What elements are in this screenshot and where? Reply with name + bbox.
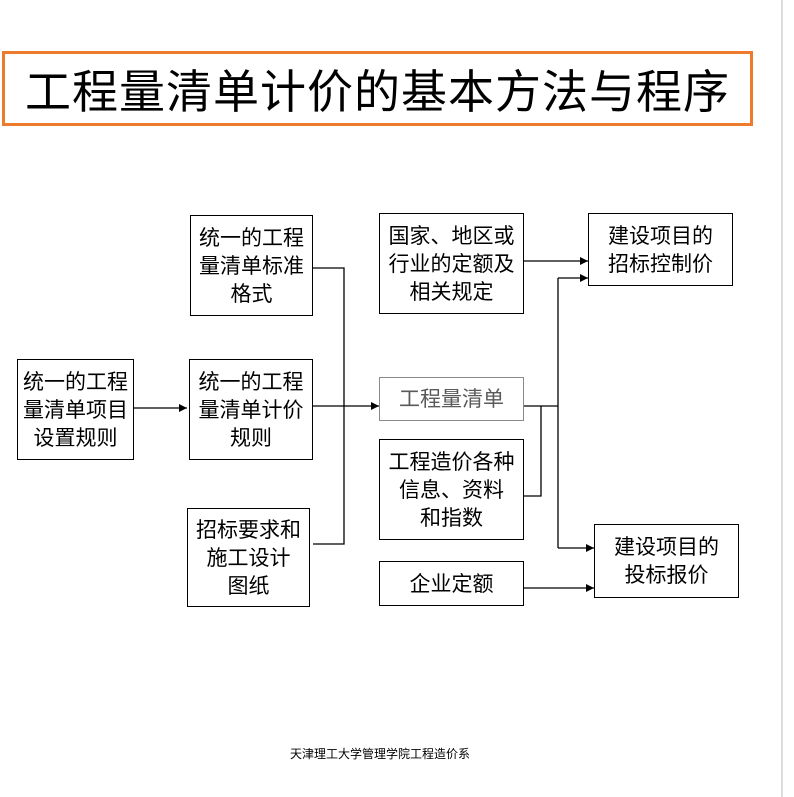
- box-enterprise-quota: 企业定额: [379, 561, 524, 606]
- box-standard-format: 统一的工程 量清单标准 格式: [190, 215, 313, 316]
- box-control-price: 建设项目的 招标控制价: [588, 213, 733, 286]
- page-title: 工程量清单计价的基本方法与程序: [25, 64, 730, 119]
- box-pricing-rules: 统一的工程 量清单计价 规则: [189, 359, 313, 460]
- box-national-quota: 国家、地区或 行业的定额及 相关规定: [379, 213, 524, 314]
- box-item-rules: 统一的工程 量清单项目 设置规则: [17, 359, 134, 460]
- box-cost-info: 工程造价各种 信息、资料 和指数: [379, 439, 524, 540]
- title-banner: 工程量清单计价的基本方法与程序: [2, 51, 753, 126]
- footer-text: 天津理工大学管理学院工程造价系: [289, 747, 470, 761]
- slide-edge-line: [781, 0, 783, 797]
- box-tender-drawings: 招标要求和 施工设计 图纸: [187, 508, 310, 607]
- box-bid-price: 建设项目的 投标报价: [594, 524, 739, 598]
- bracket-cost-info: [524, 406, 542, 497]
- box-bill-of-quantities: 工程量清单: [379, 377, 524, 421]
